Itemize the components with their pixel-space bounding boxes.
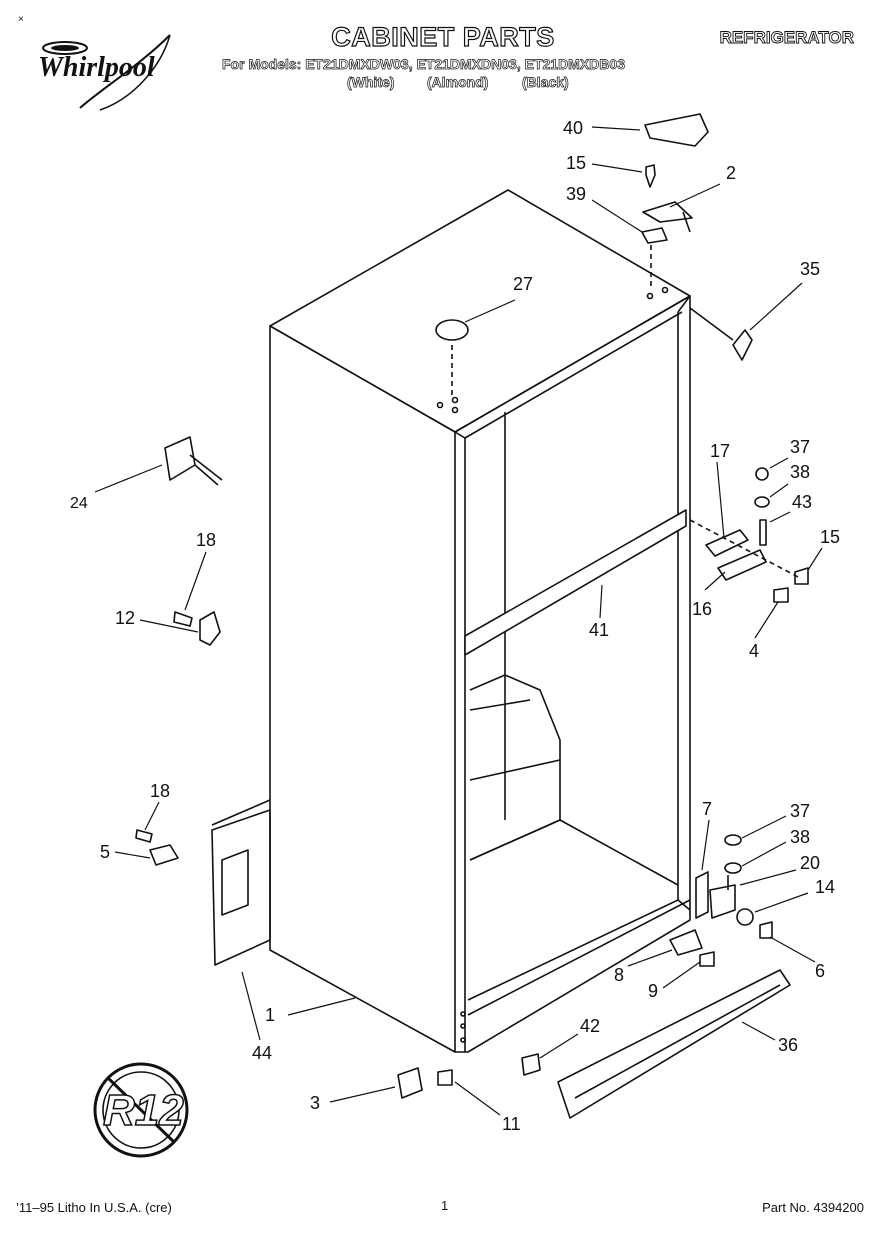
part-14-roller xyxy=(736,908,754,926)
label-41: 41 xyxy=(589,620,610,640)
label-15-hinge: 15 xyxy=(820,527,841,547)
label-38-upper: 38 xyxy=(790,462,811,482)
part-27-plug xyxy=(435,319,469,341)
label-43: 43 xyxy=(792,492,813,512)
label-44: 44 xyxy=(252,1043,273,1063)
page-title: CABINET PARTS xyxy=(331,21,555,52)
part-43-pin xyxy=(759,519,767,546)
part-44-plate xyxy=(211,799,271,966)
part-2-hinge xyxy=(642,201,693,233)
color-black: (Black) xyxy=(522,74,569,91)
part-5-clip xyxy=(149,844,179,866)
label-15-top: 15 xyxy=(566,153,587,173)
cabinet-body xyxy=(269,189,691,1053)
label-24: 24 xyxy=(70,495,88,512)
part-4-screw xyxy=(773,587,789,603)
models-line: For Models: ET21DMXDW03, ET21DMXDN03, ET… xyxy=(222,56,626,73)
part-35-trim xyxy=(732,329,753,361)
category-label: REFRIGERATOR xyxy=(719,28,854,48)
part-15-screw xyxy=(645,164,656,188)
footer-part-number: Part No. 4394200 xyxy=(762,1200,864,1215)
part-42-clip xyxy=(521,1053,541,1076)
part-18-screw-lower xyxy=(135,829,153,843)
part-24-bracket xyxy=(164,436,223,486)
label-6: 6 xyxy=(815,961,826,981)
label-36: 36 xyxy=(778,1035,799,1055)
part-6-screw xyxy=(759,921,773,939)
label-9: 9 xyxy=(648,981,659,1001)
label-16: 16 xyxy=(692,599,713,619)
label-2: 2 xyxy=(726,163,737,183)
part-3-leveler xyxy=(397,1067,423,1099)
label-42: 42 xyxy=(580,1016,601,1036)
part-38-washer-lower xyxy=(724,862,742,874)
label-18-lower: 18 xyxy=(150,781,171,801)
part-7-shim xyxy=(695,871,709,919)
label-17: 17 xyxy=(710,441,731,461)
part-9-screw xyxy=(699,951,715,967)
label-7: 7 xyxy=(702,799,713,819)
part-37-washer-upper xyxy=(755,467,769,481)
label-40: 40 xyxy=(563,118,584,138)
label-4: 4 xyxy=(749,641,760,661)
part-39-shim xyxy=(641,227,668,244)
label-27: 27 xyxy=(513,274,534,294)
brand-wordmark: Whirlpool xyxy=(38,52,155,83)
part-20-hinge xyxy=(709,875,736,919)
part-8-bracket xyxy=(669,929,703,956)
label-1: 1 xyxy=(265,1005,276,1025)
color-white: (White) xyxy=(347,74,395,91)
part-12-latch xyxy=(199,611,221,646)
part-37-washer-lower xyxy=(724,834,742,846)
part-38-washer-upper xyxy=(754,496,770,508)
whirlpool-logo xyxy=(42,34,171,111)
leader-lines xyxy=(94,126,823,1116)
color-almond: (Almond) xyxy=(427,74,489,91)
r12-badge-text: R12 xyxy=(102,1085,184,1136)
label-18-upper: 18 xyxy=(196,530,217,550)
label-38-lower: 38 xyxy=(790,827,811,847)
label-11: 11 xyxy=(502,1114,521,1134)
label-8: 8 xyxy=(614,965,625,985)
part-36-grille xyxy=(557,969,791,1119)
label-14: 14 xyxy=(815,877,836,897)
part-40-cover xyxy=(644,113,709,147)
label-39: 39 xyxy=(566,184,587,204)
corner-mark: × xyxy=(18,14,24,25)
label-5: 5 xyxy=(100,842,111,862)
label-35: 35 xyxy=(800,259,821,279)
label-20: 20 xyxy=(800,853,821,873)
part-15-screw-hinge xyxy=(794,567,809,585)
part-11-screw xyxy=(437,1069,453,1086)
part-18-screw-upper xyxy=(173,611,193,627)
page-number: 1 xyxy=(441,1198,449,1213)
label-37-lower: 37 xyxy=(790,801,811,821)
label-3: 3 xyxy=(310,1093,321,1113)
part-17-hinge xyxy=(705,529,767,581)
label-37-upper: 37 xyxy=(790,437,811,457)
footer-litho: ’11–95 Litho In U.S.A. (cre) xyxy=(16,1200,172,1215)
r12-prohibited-badge xyxy=(93,1062,189,1158)
label-12: 12 xyxy=(115,608,136,628)
